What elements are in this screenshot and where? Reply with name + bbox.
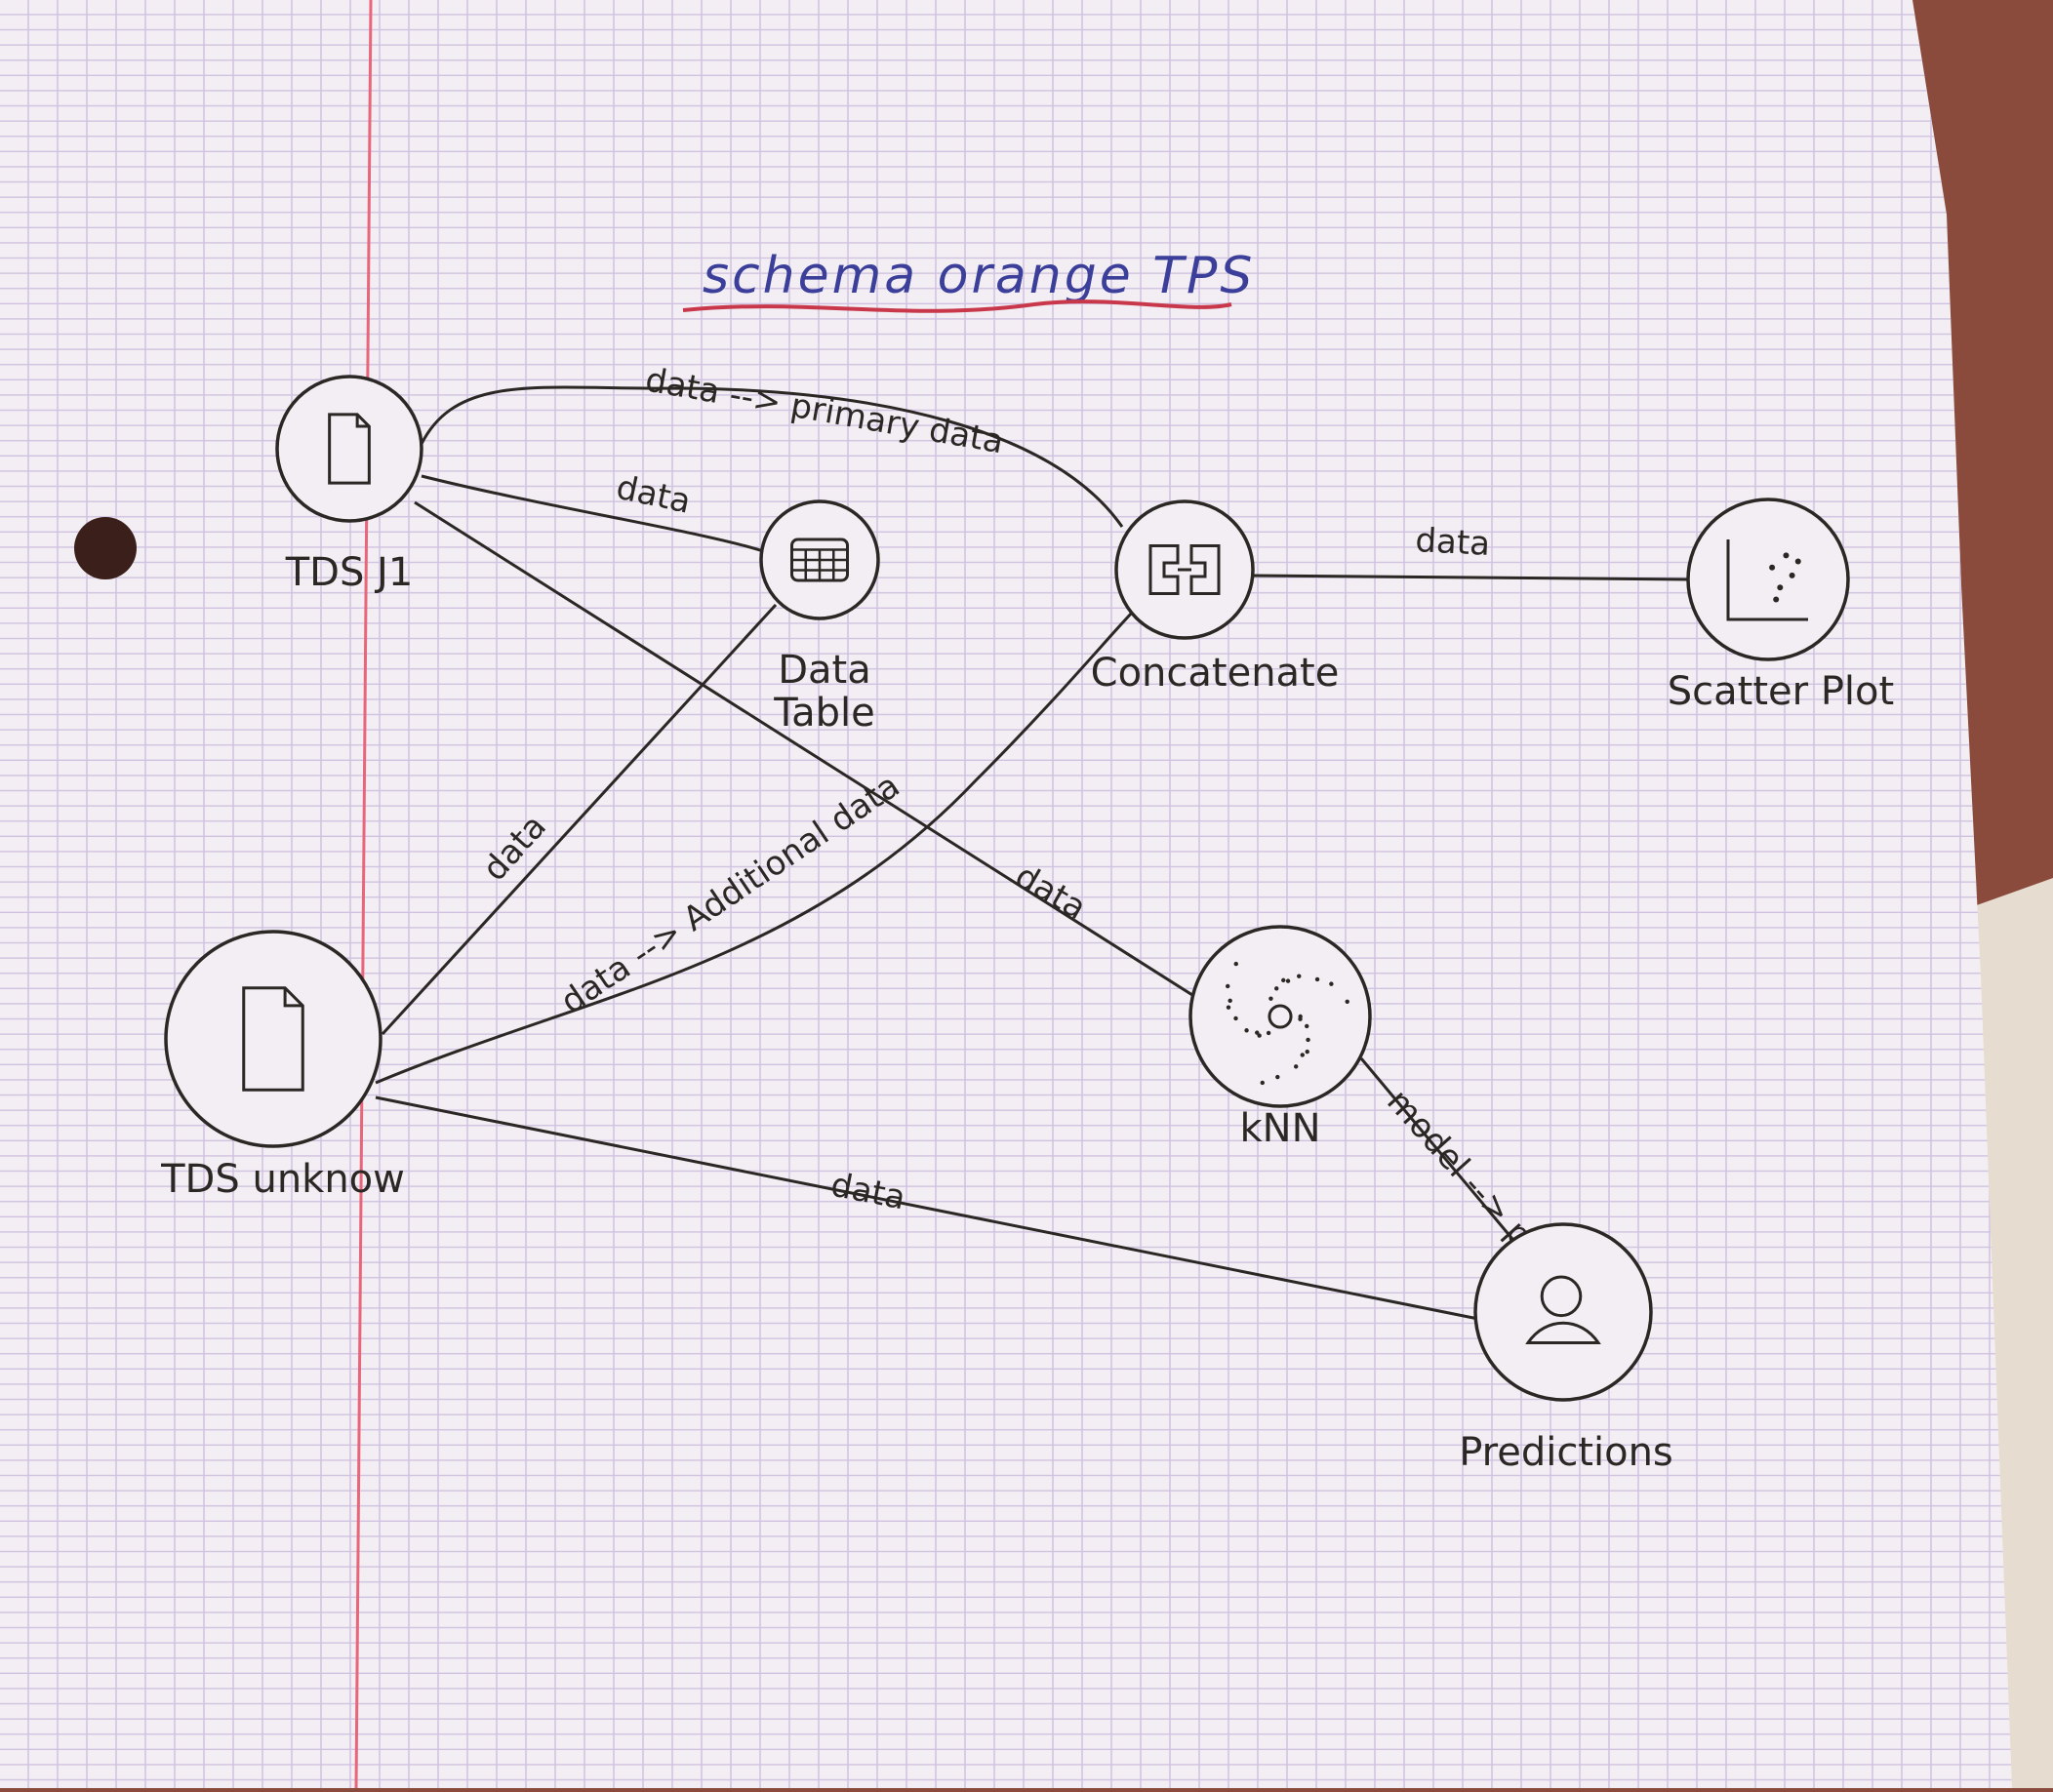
node-label: kNN	[1239, 1106, 1320, 1151]
edge-line	[381, 603, 778, 1036]
edge-line	[1359, 1057, 1524, 1252]
node-tds11: TDS J1	[275, 375, 423, 595]
node-label: Predictions	[1459, 1430, 1673, 1475]
node-predictions: Predictions	[1459, 1222, 1673, 1475]
node-circle	[1188, 925, 1372, 1108]
edge-line	[1252, 574, 1689, 581]
node-label: Data	[778, 648, 871, 693]
node-label: TDS J1	[285, 550, 414, 595]
file-icon	[242, 986, 304, 1092]
node-circle	[164, 930, 382, 1148]
node-circle	[275, 375, 423, 523]
predictions-icon	[1525, 1275, 1601, 1344]
node-label: TDS unknow	[160, 1157, 405, 1202]
node-circle	[1473, 1222, 1653, 1402]
edge-line	[375, 1095, 1479, 1321]
scatter-plot-icon	[1726, 539, 1808, 621]
edge-label: data	[1415, 521, 1492, 564]
diagram-title: schema orange TPS	[703, 247, 1255, 305]
knn-icon	[1226, 961, 1349, 1086]
edge-line	[421, 474, 764, 553]
node-label: Table	[773, 691, 874, 736]
concatenate-icon	[1148, 544, 1221, 595]
node-concatenate: Concatenate	[1091, 499, 1340, 696]
title-underline	[682, 299, 1232, 313]
background-fabric-light	[1971, 878, 2053, 1788]
node-label: Scatter Plot	[1668, 669, 1894, 714]
edge-line	[414, 500, 1193, 997]
node-scatter: Scatter Plot	[1668, 498, 1894, 714]
edge-line	[420, 385, 1124, 528]
edge-concatenate-to-scatter: data	[1252, 521, 1689, 581]
table-icon	[790, 538, 849, 582]
punched-hole	[74, 517, 137, 579]
edge-line	[375, 611, 1134, 1085]
file-icon	[328, 413, 371, 485]
node-circle	[1686, 498, 1850, 661]
margin-line	[354, 0, 373, 1789]
node-tdsunknow: TDS unknow	[160, 930, 405, 1202]
node-knn: kNN	[1188, 925, 1372, 1151]
node-label: Concatenate	[1091, 651, 1340, 696]
